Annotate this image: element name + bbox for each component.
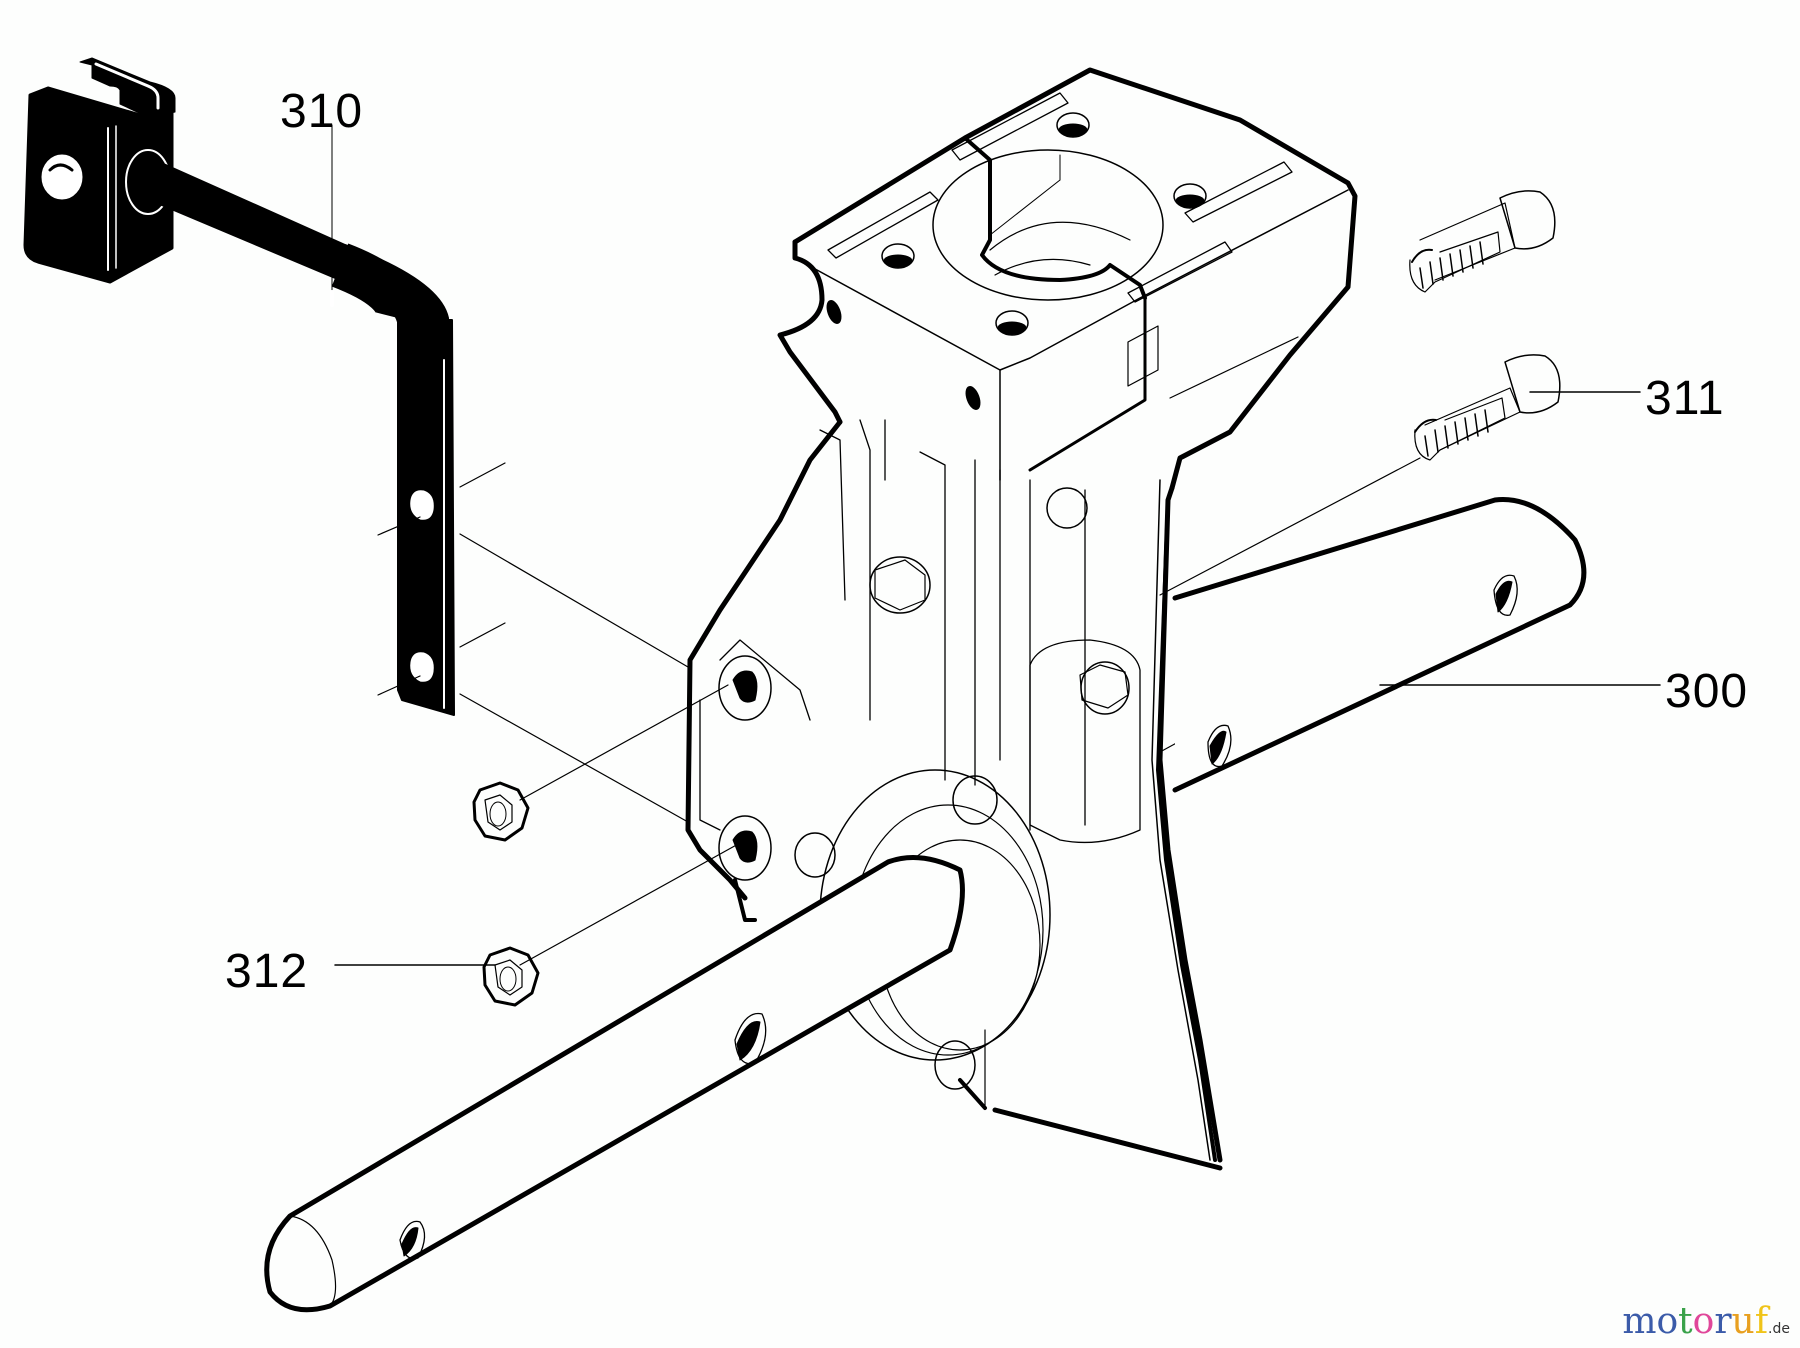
watermark-letter: f	[1754, 1301, 1769, 1342]
gearbox-housing	[685, 67, 1358, 1171]
callout-311: 311	[1645, 372, 1725, 425]
bracket-310	[23, 57, 455, 716]
watermark-logo: motoruf.de	[1622, 1304, 1790, 1340]
watermark-letter: t	[1678, 1301, 1693, 1342]
watermark-letter: u	[1731, 1301, 1755, 1342]
watermark-letter: m	[1622, 1301, 1657, 1342]
hex-nut-312	[334, 781, 540, 1007]
bolt-311	[1409, 190, 1641, 461]
callout-310: 310	[280, 85, 364, 138]
axle-shaft-300	[264, 497, 1661, 1313]
watermark-letter: o	[1656, 1301, 1679, 1342]
watermark-letter: o	[1692, 1301, 1715, 1342]
watermark-letter: r	[1714, 1301, 1732, 1342]
watermark-suffix: .de	[1768, 1321, 1790, 1337]
callout-312: 312	[225, 945, 309, 998]
callout-300: 300	[1665, 665, 1749, 718]
